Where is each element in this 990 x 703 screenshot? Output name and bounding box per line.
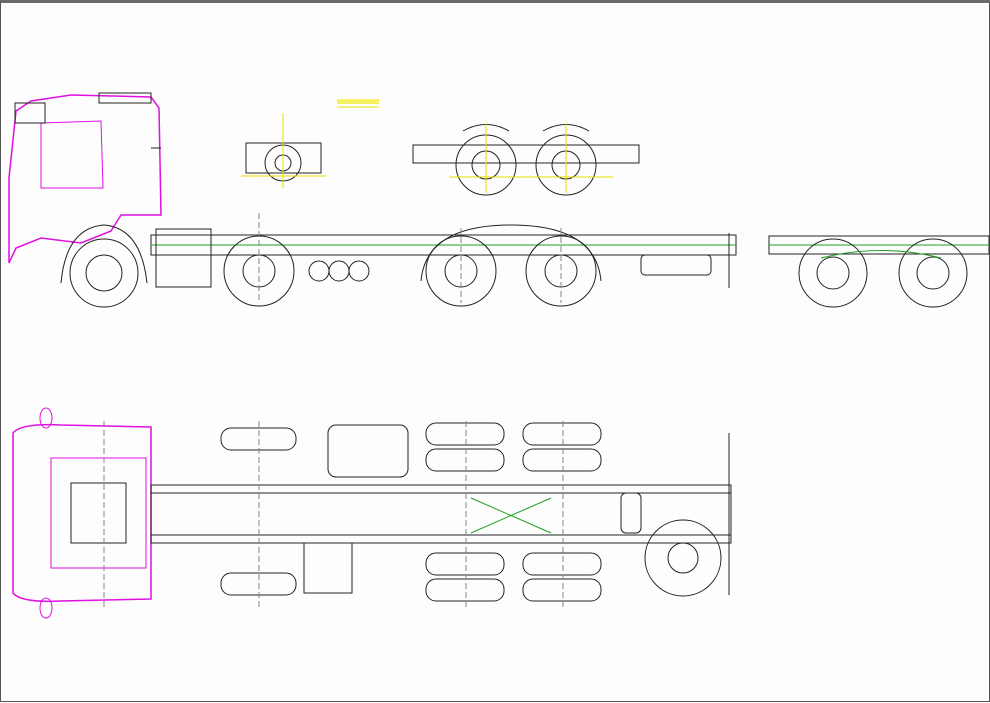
tandem-suspension-detail (768, 235, 990, 308)
yellow-label (337, 99, 379, 108)
rear-axle-detail (241, 113, 326, 188)
truck-chassis-drawing (8, 92, 990, 619)
frame-top (150, 484, 732, 544)
cab-outline (8, 94, 162, 264)
side-wheels (69, 235, 597, 308)
top-tires (220, 422, 602, 602)
tandem-axle-detail (412, 123, 640, 196)
top-view (12, 407, 732, 619)
cab-top (12, 423, 152, 603)
side-view (8, 92, 737, 308)
